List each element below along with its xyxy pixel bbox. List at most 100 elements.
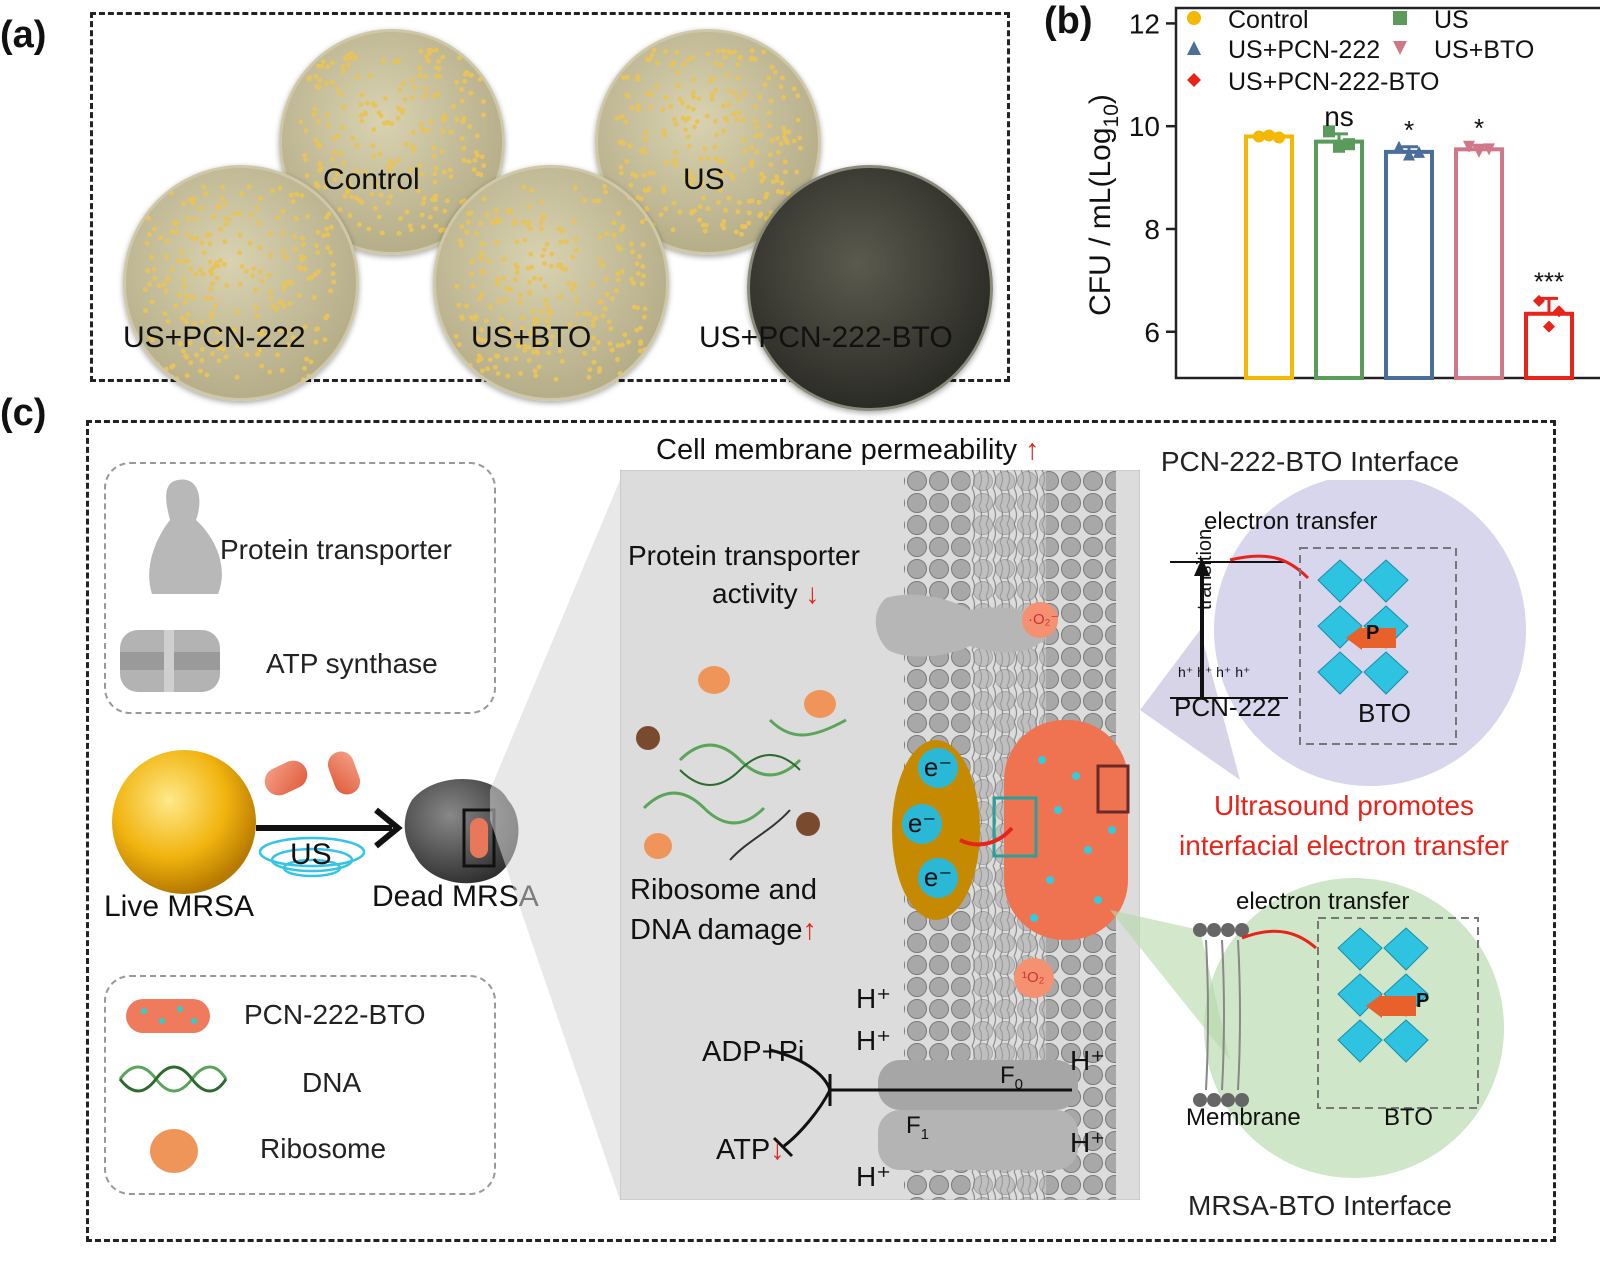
singlet-oxygen-label: ¹O₂ xyxy=(1022,969,1045,986)
data-point xyxy=(1463,140,1475,153)
significance-label: * xyxy=(1404,115,1414,145)
bar xyxy=(1384,149,1434,380)
y-tick-label: 6 xyxy=(1144,317,1160,348)
electron-icon: e⁻ xyxy=(918,748,958,788)
down-arrow-icon: ↓ xyxy=(805,578,820,609)
data-point xyxy=(1413,145,1425,158)
legend-top: Protein transporter ATP synthase xyxy=(104,462,496,714)
nanoparticle xyxy=(327,751,361,795)
legend-dna: DNA xyxy=(302,1067,362,1098)
legend-label: Control xyxy=(1228,6,1309,34)
arrow-icon xyxy=(374,807,403,849)
plate-label: US+PCN-222-BTO xyxy=(699,321,953,354)
polarization-arrow xyxy=(1360,628,1396,648)
protein-transporter xyxy=(875,594,1050,657)
data-point xyxy=(1253,130,1265,143)
membrane-panel xyxy=(620,470,1140,1200)
significance-label: * xyxy=(1474,113,1484,143)
panel-c-letter: (c) xyxy=(0,392,47,434)
zoom-cone xyxy=(490,480,620,1200)
y-axis-label: CFU / mL(Log10) xyxy=(1084,94,1123,316)
dna-strand xyxy=(678,743,802,777)
data-point xyxy=(1343,138,1355,151)
legend-label: US+BTO xyxy=(1434,36,1534,64)
f0-label: F0 xyxy=(1000,1062,1024,1093)
interface-bottom-title: MRSA-BTO Interface xyxy=(1187,1190,1453,1221)
plate-label: US+BTO xyxy=(471,321,592,354)
f1-label: F1 xyxy=(906,1112,930,1143)
data-point xyxy=(1393,140,1405,153)
membrane-permeability-title: Cell membrane permeability ↑ xyxy=(656,434,1040,466)
proton-label: H⁺ xyxy=(856,983,891,1014)
data-point xyxy=(1553,305,1565,318)
bar xyxy=(1314,139,1364,380)
plate-label: Control xyxy=(323,163,420,196)
proton-label: H⁺ xyxy=(1070,1045,1105,1076)
data-point xyxy=(1273,131,1285,144)
bar xyxy=(1244,134,1294,380)
legend-label: US+PCN-222 xyxy=(1228,36,1380,64)
bto-label-bottom: BTO xyxy=(1384,1104,1433,1131)
proton-label: H⁺ xyxy=(1070,1127,1105,1158)
ribosome-icon xyxy=(150,1129,198,1173)
legend-atp-synthase: ATP synthase xyxy=(266,648,438,679)
electron-transfer-arrow xyxy=(959,826,1014,847)
data-point xyxy=(1403,148,1415,161)
pcn-222-label: PCN-222 xyxy=(1174,692,1281,722)
live-mrsa-cell xyxy=(112,750,256,894)
data-point xyxy=(1533,294,1545,307)
ribosome-damage-line2: DNA damage↑ xyxy=(630,914,818,946)
agar-plate xyxy=(747,165,993,411)
interface-top-title: PCN-222-BTO Interface xyxy=(1160,446,1460,477)
panel-a-frame: Control US US+PCN-222 US+BTO US+PCN-222-BTO xyxy=(90,12,1010,411)
significance-label: *** xyxy=(1534,266,1564,296)
proton-label: H⁺ xyxy=(856,1025,891,1056)
data-point xyxy=(1263,129,1275,142)
legend-marker xyxy=(1187,41,1201,55)
legend-marker xyxy=(1393,11,1407,25)
agar-plate xyxy=(123,165,359,401)
protein-activity-line2: activity ↓ xyxy=(712,578,820,609)
atp-label: ATP↓ xyxy=(716,1134,785,1166)
up-arrow-icon: ↑ xyxy=(802,914,818,946)
dna-icon xyxy=(118,1065,228,1093)
ultrasound-caption-1: Ultrasound promotes xyxy=(1214,790,1474,821)
legend-label: US+PCN-222-BTO xyxy=(1228,68,1439,96)
legend-label: US xyxy=(1434,6,1469,34)
pcn-bto-interface xyxy=(1140,480,1526,786)
panel-a-letter: (a) xyxy=(0,14,47,56)
nanoparticle xyxy=(264,760,308,796)
legend-ribosome: Ribosome xyxy=(260,1133,387,1164)
significance-label: ns xyxy=(1324,101,1354,132)
mrsa-bto-interface xyxy=(1110,878,1504,1178)
pcn-222-bto-icon xyxy=(126,999,210,1033)
plate-label: US xyxy=(683,163,725,196)
y-tick-label: 12 xyxy=(1129,8,1160,39)
protein-transporter-icon xyxy=(149,479,222,594)
legend-pcn-222-bto: PCN-222-BTO xyxy=(244,999,426,1030)
legend-bottom: PCN-222-BTO DNA Ribosome xyxy=(104,975,496,1195)
y-tick-label: 10 xyxy=(1129,111,1160,142)
electron-icon: e⁻ xyxy=(902,804,942,844)
plate-label: US+PCN-222 xyxy=(123,321,306,354)
y-tick-label: 8 xyxy=(1144,214,1160,245)
data-point xyxy=(1543,320,1555,333)
polarization-p-bottom: P xyxy=(1416,990,1430,1012)
legend-protein-transporter: Protein transporter xyxy=(220,534,452,565)
transition-label: transition xyxy=(1194,528,1216,610)
adp-label: ADP+Pi xyxy=(702,1036,805,1068)
bto-label-top: BTO xyxy=(1358,698,1411,728)
electron-transfer-label-top: electron transfer xyxy=(1204,508,1378,535)
ultrasound-caption-2: interfacial electron transfer xyxy=(1179,830,1509,861)
panel-b-letter: (b) xyxy=(1044,0,1093,42)
us-label: US xyxy=(290,838,332,871)
atp-synthase xyxy=(878,1110,1078,1170)
down-arrow-icon: ↓ xyxy=(770,1134,785,1166)
holes-label: h⁺ h⁺ h⁺ h⁺ xyxy=(1178,664,1251,680)
electron-transfer-label-bottom: electron transfer xyxy=(1236,888,1410,915)
ribosome-damage-line1: Ribosome and xyxy=(630,874,817,906)
legend-marker xyxy=(1187,11,1201,25)
data-point xyxy=(1333,140,1345,153)
superoxide-label: ·O₂⁻ xyxy=(1028,611,1059,628)
